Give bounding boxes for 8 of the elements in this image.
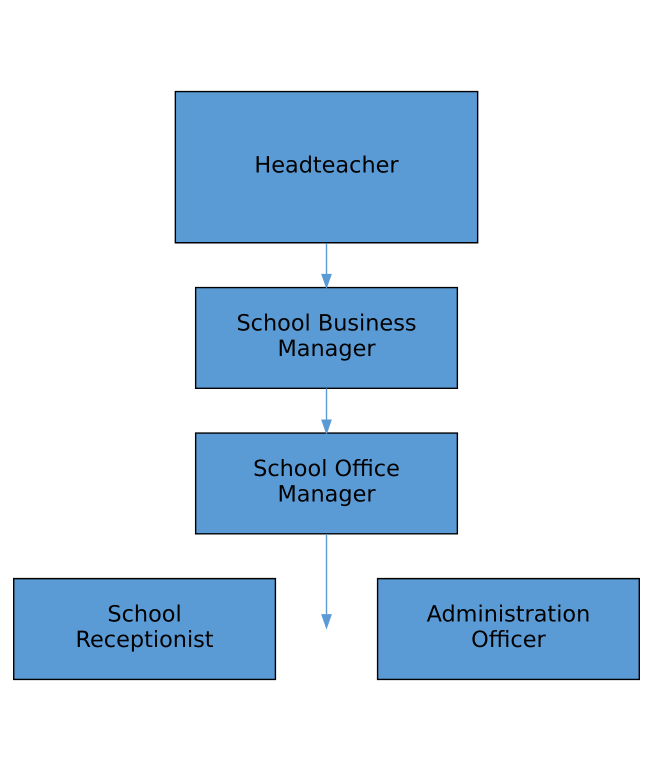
arrow: [321, 534, 332, 630]
node-box: School Business Manager: [194, 286, 458, 388]
node-box: School Office Manager: [194, 432, 458, 534]
node-box: Administration Officer: [376, 577, 640, 680]
node-box: Headteacher: [174, 90, 478, 243]
arrow: [321, 242, 332, 289]
node-box: School Receptionist: [13, 577, 276, 680]
arrow: [321, 388, 332, 434]
